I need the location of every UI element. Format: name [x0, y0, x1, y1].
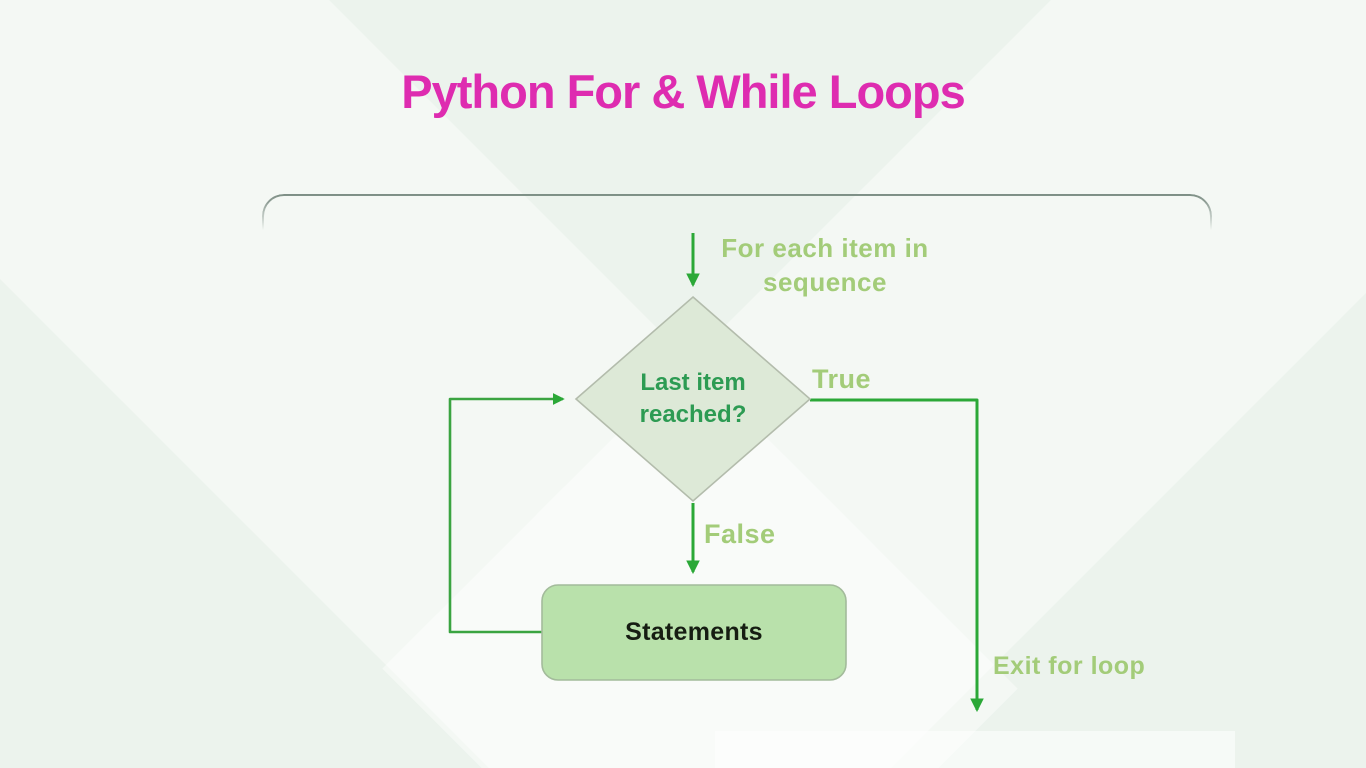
- statements-box: [541, 584, 847, 681]
- start-label: For each item in sequence: [721, 233, 929, 297]
- true-label: True: [812, 364, 872, 394]
- exit-label: Exit for loop: [993, 652, 1146, 680]
- loopback-arrow: [448, 393, 565, 634]
- false-label: False: [704, 519, 776, 549]
- page-title: Python For & While Loops: [401, 65, 965, 118]
- decision-label: Last item reached?: [639, 369, 747, 429]
- decision-diamond: [574, 295, 812, 503]
- flowchart-frame: [262, 194, 1212, 252]
- true-arrow: [810, 398, 984, 713]
- statements-label: Statements: [625, 618, 763, 646]
